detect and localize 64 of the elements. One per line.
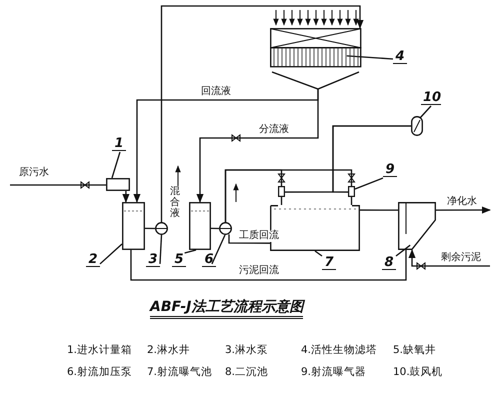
pump (155, 222, 168, 235)
jet-aerator (348, 186, 355, 197)
callout-number: 5 (172, 253, 186, 267)
callout-number: 8 (382, 256, 396, 270)
pipe-line (228, 234, 270, 244)
jet-aerator (278, 186, 285, 197)
leader-line (396, 244, 411, 257)
key-item: 1.进水计量箱 (66, 344, 134, 356)
key-item: 6.射流加压泵 (66, 366, 134, 378)
pipe-line (160, 5, 364, 222)
edge-label: 回流液 (200, 86, 232, 98)
pipe-line (332, 125, 411, 193)
edge-label: 原污水 (18, 167, 50, 179)
metering-box (106, 178, 130, 191)
leader-line (346, 55, 394, 60)
blower (411, 116, 423, 136)
key-item: 2.淋水井 (146, 344, 192, 356)
callout-number: 4 (393, 50, 407, 64)
edge-label: 剩余污泥 (440, 252, 482, 264)
aeration-tank (270, 205, 360, 251)
key-item: 7.射流曝气池 (146, 366, 214, 378)
callout-number: 9 (383, 163, 397, 177)
pipe-line (360, 209, 398, 211)
edge-label: 分流液 (258, 124, 290, 136)
leader-line (159, 234, 162, 264)
pipe-line (145, 228, 155, 230)
key-item: 10.鼓风机 (392, 366, 444, 378)
edge-label: 混合液 (169, 186, 181, 219)
title: ABF-J法工艺流程示意图 (150, 298, 304, 319)
pipe-line (122, 191, 130, 203)
callout-number: 10 (421, 91, 441, 105)
edge-label: 污泥回流 (238, 265, 280, 277)
pipe-line (408, 249, 490, 267)
pipe-line (196, 88, 319, 203)
leader-line (420, 106, 432, 118)
leader-line (111, 152, 121, 178)
key-item: 3.淋水泵 (224, 344, 270, 356)
pipe-line (436, 206, 491, 214)
pipe-line (130, 250, 407, 281)
edge-label: 工质回流 (238, 230, 280, 242)
key-item: 9.射流曝气器 (300, 366, 368, 378)
callout-number: 2 (86, 253, 100, 267)
edge-label: 净化水 (446, 196, 478, 208)
key-item: 5.缺氧井 (392, 344, 438, 356)
pump (219, 222, 232, 235)
pipe-line (280, 197, 282, 205)
callout-number: 6 (202, 253, 216, 267)
key-item: 4.活性生物滤塔 (300, 344, 378, 356)
well-tank (189, 202, 211, 250)
leader-line (354, 177, 384, 190)
callout-number: 7 (322, 256, 336, 270)
pipe-line (350, 197, 352, 205)
leader-line (100, 244, 122, 264)
pipe-line (211, 228, 219, 230)
leader-line (211, 234, 226, 264)
well-tank (122, 202, 145, 250)
callout-number: 3 (146, 253, 160, 267)
leader-line (314, 250, 322, 257)
pipe-line (224, 169, 352, 222)
settling-tank (398, 202, 436, 250)
callout-number: 1 (112, 137, 126, 151)
leader-line (184, 249, 196, 254)
pipe-line (10, 184, 106, 186)
key-item: 8.二沉池 (224, 366, 270, 378)
